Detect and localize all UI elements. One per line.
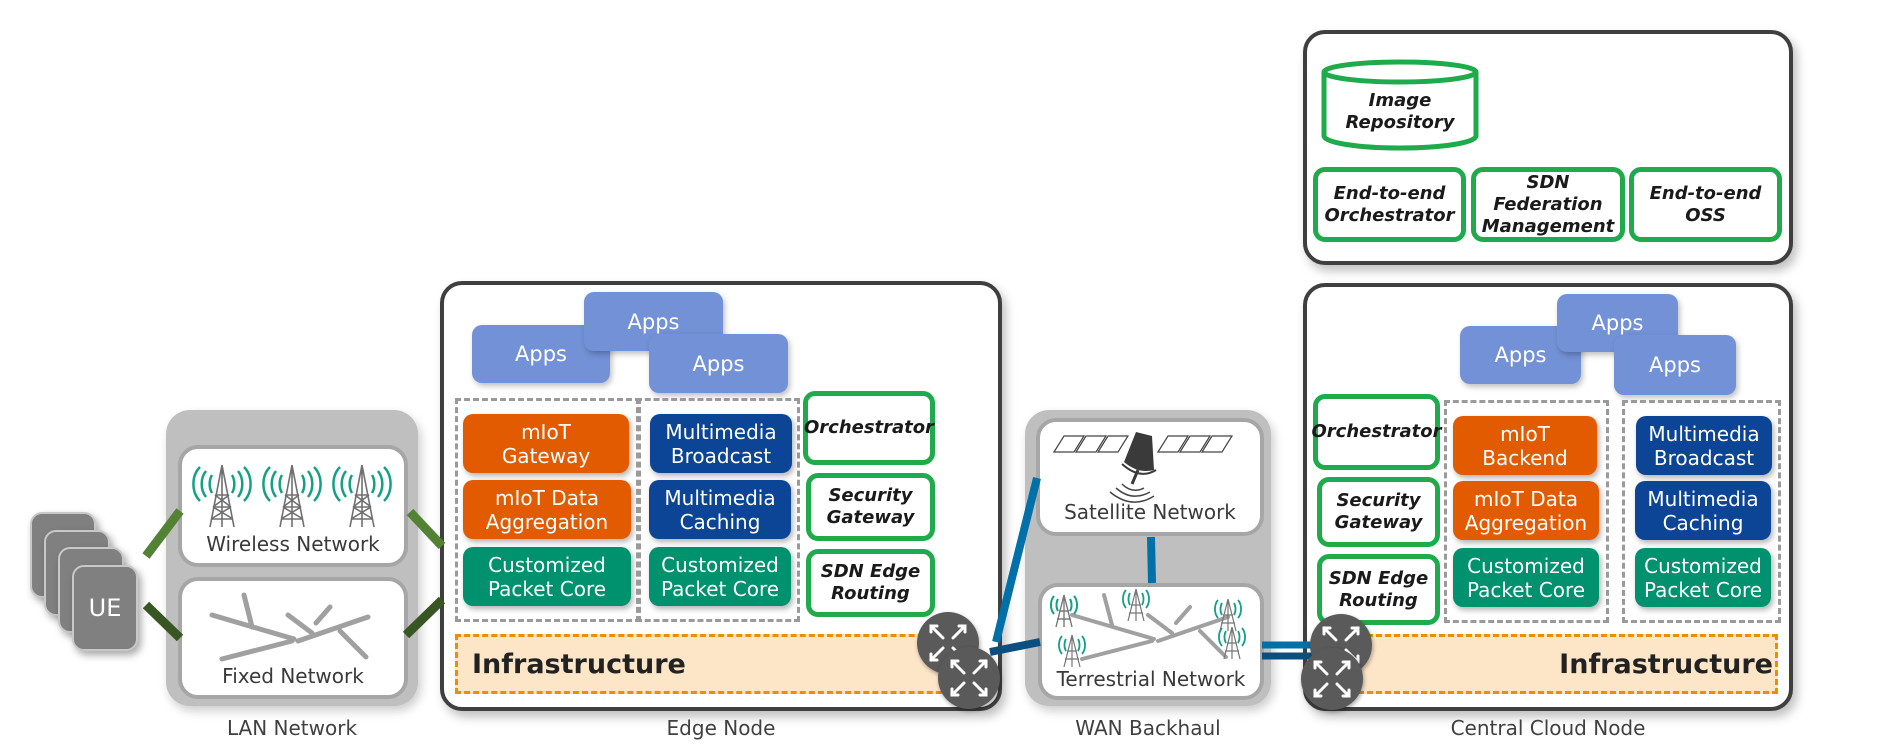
edge-node-caption: Edge Node: [666, 716, 776, 740]
edge-miot-slice: [455, 398, 641, 622]
cloud-sdn-edge-routing: SDN Edge Routing: [1317, 554, 1440, 625]
router-arrows-icon: [1322, 626, 1360, 664]
lan-network-caption: LAN Network: [226, 716, 358, 740]
cloud-miot-packet-core: Customized Packet Core: [1453, 548, 1599, 607]
satellite-icon: [1052, 432, 1234, 503]
cell-tower-icon: [192, 464, 252, 528]
edge-router-2: [938, 647, 1000, 709]
apps-label: Apps: [627, 309, 680, 334]
image-repository-label: Image Repository: [1345, 90, 1455, 133]
fixed-network-label: Fixed Network: [222, 664, 364, 688]
central-cloud-caption: Central Cloud Node: [1450, 716, 1646, 740]
apps-label: Apps: [1591, 311, 1644, 335]
apps-label: Apps: [515, 342, 567, 366]
ue-card-4: UE: [72, 565, 138, 651]
edge-orchestrator: Orchestrator: [803, 391, 935, 465]
apps-label: Apps: [692, 351, 745, 376]
image-repository-cylinder: [1321, 59, 1479, 151]
edge-security-gateway: Security Gateway: [806, 473, 935, 541]
cloud-multimedia-packet-core: Customized Packet Core: [1635, 548, 1771, 607]
end-to-end-oss: End-to-end OSS: [1629, 167, 1782, 242]
cloud-orchestrator: Orchestrator: [1311, 394, 1442, 470]
cloud-router-2: [1301, 648, 1363, 710]
cloud-miot-backend: mIoT Backend: [1453, 416, 1597, 475]
edge-multimedia-caching: Multimedia Caching: [649, 480, 791, 539]
edge-infrastructure: Infrastructure: [455, 634, 960, 694]
cloud-miot-slice: [1444, 400, 1609, 623]
cloud-multimedia-caching: Multimedia Caching: [1635, 481, 1771, 540]
satellite-network-label: Satellite Network: [1064, 500, 1236, 524]
ue-label: UE: [88, 594, 122, 622]
end-to-end-orchestrator: End-to-end Orchestrator: [1313, 167, 1466, 242]
satellite-network: Satellite Network: [1036, 418, 1264, 536]
cell-tower-icons: [192, 463, 392, 529]
edge-miot-gateway: mIoT Gateway: [463, 414, 629, 473]
edge-apps-1: Apps: [472, 325, 610, 383]
cloud-apps-3: Apps: [1614, 335, 1736, 395]
edge-multimedia-packet-core: Customized Packet Core: [649, 547, 791, 606]
fixed-network: Fixed Network: [178, 577, 408, 699]
wireless-network: Wireless Network: [178, 445, 408, 567]
apps-label: Apps: [1649, 353, 1701, 377]
terrestrial-network-label: Terrestrial Network: [1056, 667, 1246, 691]
wan-backhaul-caption: WAN Backhaul: [1075, 716, 1221, 740]
cloud-infrastructure-label: Infrastructure: [1559, 648, 1773, 680]
edge-apps-3: Apps: [649, 334, 788, 393]
edge-multimedia-slice-box: [636, 398, 800, 622]
edge-multimedia-broadcast: Multimedia Broadcast: [650, 414, 792, 473]
cloud-security-gateway: Security Gateway: [1317, 477, 1440, 547]
terrestrial-network: Terrestrial Network: [1038, 583, 1264, 700]
edge-miot-data-aggregation: mIoT Data Aggregation: [463, 480, 631, 539]
cloud-multimedia-slice: [1622, 400, 1781, 623]
terrestrial-network-icon: [1050, 588, 1246, 667]
edge-infrastructure-label: Infrastructure: [472, 648, 686, 680]
fixed-network-tree-icon: [209, 592, 371, 662]
sdn-federation-management: SDN Federation Management: [1471, 167, 1625, 242]
router-arrows-icon: [1313, 660, 1351, 698]
router-arrows-icon: [929, 624, 967, 662]
edge-sdn-edge-routing: SDN Edge Routing: [806, 549, 935, 617]
cloud-multimedia-broadcast: Multimedia Broadcast: [1636, 416, 1772, 475]
edge-miot-packet-core: Customized Packet Core: [463, 547, 631, 606]
cloud-miot-data-aggregation: mIoT Data Aggregation: [1453, 481, 1599, 540]
router-arrows-icon: [950, 659, 988, 697]
cloud-infrastructure: Infrastructure: [1340, 634, 1778, 694]
wireless-network-label: Wireless Network: [206, 532, 380, 556]
apps-label: Apps: [1494, 343, 1547, 367]
